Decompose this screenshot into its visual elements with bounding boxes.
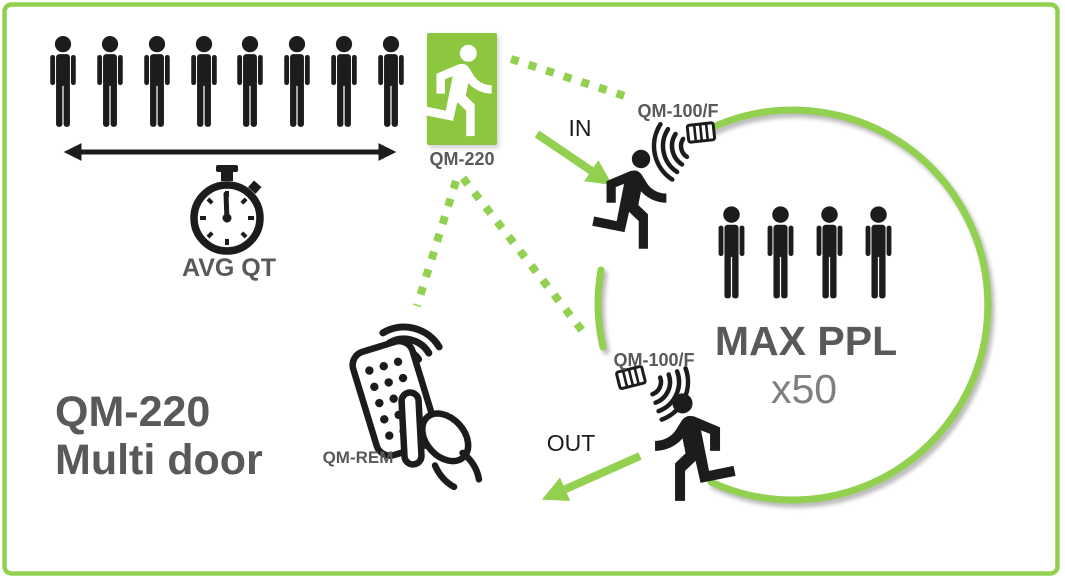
standing-person-icon [718, 206, 745, 299]
in-sensor-label: QM-100/F [637, 101, 719, 121]
stopwatch-icon [190, 165, 264, 255]
in-flow-label: IN [568, 115, 592, 141]
standing-person-icon [816, 206, 843, 299]
walking-person-in-icon [592, 149, 667, 249]
max-people-multiplier: x50 [770, 366, 838, 412]
dotted-link-door-to-remote [413, 179, 460, 308]
capacity-people-row [714, 206, 896, 301]
out-sensor-label: QM-100/F [613, 350, 695, 370]
product-title-line1: QM-220 [55, 388, 211, 436]
people-counter-device-icon [685, 121, 717, 144]
standing-person-icon [865, 206, 892, 299]
in-arrow [534, 130, 613, 186]
in-sensor-group [592, 120, 717, 249]
hand [398, 389, 483, 491]
signal-waves-icon [649, 120, 691, 182]
standing-person-icon [284, 36, 310, 127]
standing-person-icon [190, 36, 217, 127]
queue-people-row [46, 34, 408, 131]
dotted-link-door-to-in-sensor [509, 55, 636, 103]
standing-person-icon [331, 36, 357, 127]
people-counter-device-icon [615, 365, 647, 390]
door-sign-label: QM-220 [429, 149, 495, 169]
exit-door-sign-icon [423, 33, 497, 145]
product-title-line2: Multi door [55, 436, 263, 484]
out-arrow [541, 452, 642, 501]
out-flow-label: OUT [546, 430, 596, 456]
standing-person-icon [143, 36, 170, 127]
capacity-circle [594, 106, 992, 504]
max-people-label: MAX PPL [714, 318, 898, 364]
standing-person-icon [97, 36, 123, 127]
out-sensor-group [615, 360, 736, 501]
avg-queue-time-label: AVG QT [182, 254, 276, 282]
remote-label: QM-REM [322, 448, 394, 467]
standing-person-icon [767, 206, 794, 299]
standing-person-icon [50, 36, 76, 127]
standing-person-icon [378, 36, 404, 127]
standing-person-icon [237, 36, 264, 127]
product-title: QM-220 Multi door [55, 388, 263, 484]
hand-holding-remote-icon [349, 321, 483, 491]
dotted-link-door-to-out-sensor [459, 175, 588, 336]
